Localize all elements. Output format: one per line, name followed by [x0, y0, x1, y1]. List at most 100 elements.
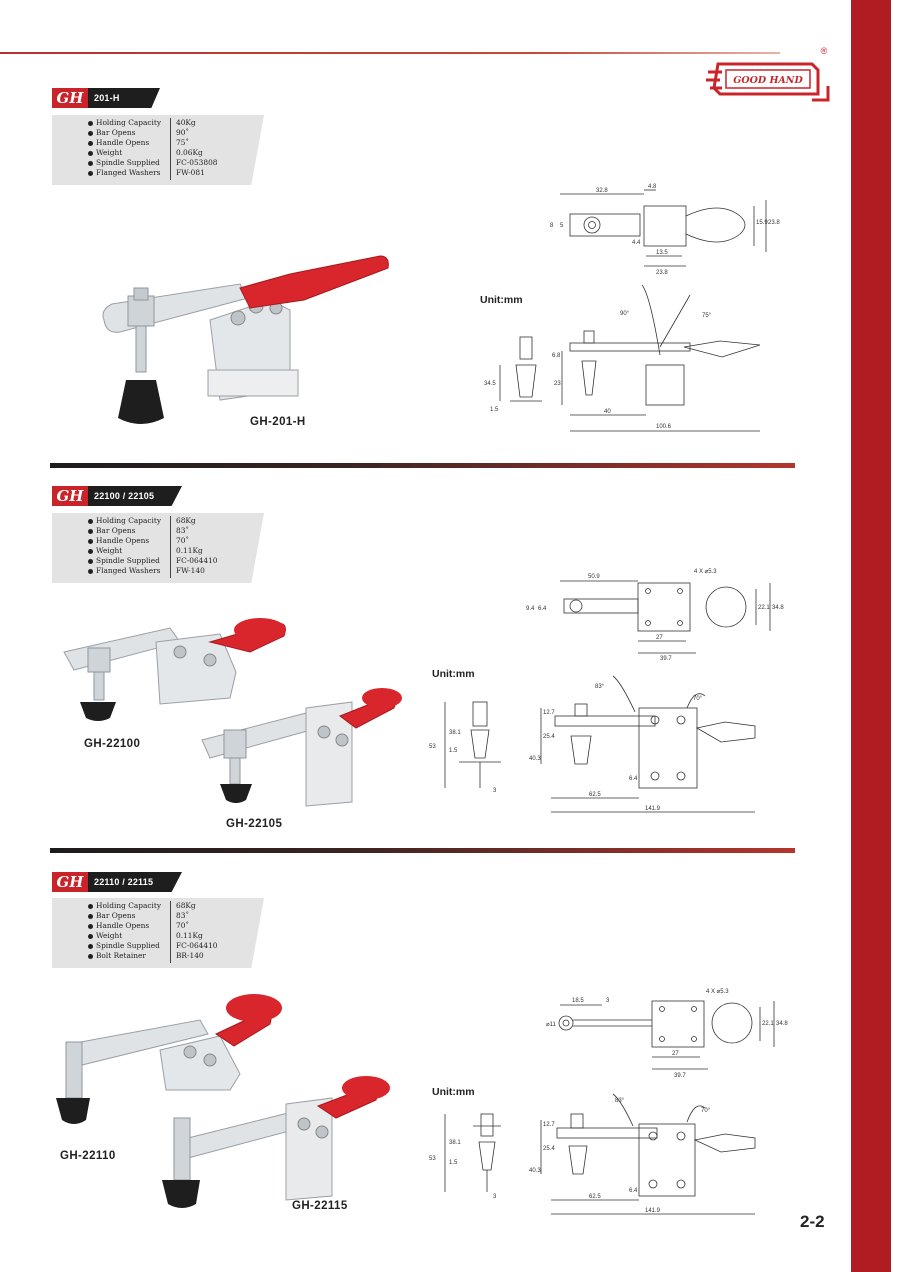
svg-text:27: 27: [656, 635, 663, 641]
svg-text:1.5: 1.5: [490, 407, 499, 413]
bullet-icon: [88, 954, 93, 959]
model-code: 201-H: [94, 93, 120, 103]
svg-text:90°: 90°: [620, 311, 630, 317]
registered-mark: ®: [821, 46, 828, 56]
bullet-icon: [88, 161, 93, 166]
bullet-icon: [88, 529, 93, 534]
right-red-sidebar: [851, 0, 891, 1272]
svg-text:40.3: 40.3: [529, 756, 541, 762]
section-divider: [50, 463, 795, 468]
gh-badge: GH: [52, 872, 88, 892]
bullet-icon: [88, 914, 93, 919]
svg-text:62.5: 62.5: [589, 1194, 601, 1200]
unit-label: Unit:mm: [480, 294, 523, 306]
section-divider: [50, 848, 795, 853]
svg-text:70°: 70°: [693, 696, 703, 702]
svg-text:15.9: 15.9: [756, 220, 768, 226]
clamp-22110-22115-product-image: [56, 994, 390, 1208]
side-view-drawing: 83° 70° 53 38.1 1.5 3 12.7 25.4 40.3 6.4…: [429, 1093, 756, 1215]
svg-text:40: 40: [604, 409, 611, 415]
bullet-icon: [88, 519, 93, 524]
logo-text: GOOD HAND: [733, 75, 803, 86]
bullet-icon: [88, 559, 93, 564]
spec-divider: [170, 901, 171, 963]
side-view-drawing: 83° 70° 53 38.1 1.5 3 12.7 25.4 40.3 6.4…: [429, 675, 756, 813]
bullet-icon: [88, 944, 93, 949]
svg-text:39.7: 39.7: [660, 656, 672, 662]
svg-text:1.5: 1.5: [449, 1160, 458, 1166]
svg-text:100.6: 100.6: [656, 424, 672, 430]
svg-text:34.8: 34.8: [776, 1021, 788, 1027]
product-caption: GH-22100: [84, 738, 141, 750]
svg-text:83°: 83°: [615, 1098, 625, 1104]
svg-text:6.4: 6.4: [629, 1188, 638, 1194]
section-3-title-tag: GH 22110 / 22115: [52, 872, 182, 892]
bullet-icon: [88, 934, 93, 939]
svg-text:40.3: 40.3: [529, 1168, 541, 1174]
svg-text:18.5: 18.5: [572, 998, 584, 1004]
product-caption: GH-22110: [60, 1150, 116, 1162]
bullet-icon: [88, 924, 93, 929]
bullet-icon: [88, 171, 93, 176]
svg-text:1.5: 1.5: [449, 748, 458, 754]
bullet-icon: [88, 904, 93, 909]
product-caption: GH-22105: [226, 818, 283, 830]
svg-text:4.8: 4.8: [648, 184, 657, 190]
bullet-icon: [88, 141, 93, 146]
svg-text:4 X ⌀5.3: 4 X ⌀5.3: [694, 569, 717, 575]
svg-text:34.5: 34.5: [484, 381, 496, 387]
svg-text:70°: 70°: [701, 1108, 711, 1114]
bullet-icon: [88, 121, 93, 126]
top-view-drawing: 32.8 4.8 8 5 4.4 13.5 23.8 15.9 23.8: [550, 184, 780, 276]
svg-text:75°: 75°: [702, 313, 712, 319]
top-view-drawing: 50.9 4 X ⌀5.3 9.4 6.4 27 39.7 22.1 34.8: [526, 569, 784, 662]
svg-text:22.1: 22.1: [758, 605, 770, 611]
svg-text:38.1: 38.1: [449, 1140, 461, 1146]
svg-text:22.1: 22.1: [762, 1021, 774, 1027]
svg-text:3: 3: [493, 1194, 497, 1200]
gh-badge: GH: [52, 88, 88, 108]
svg-text:12.7: 12.7: [543, 710, 555, 716]
svg-text:34.8: 34.8: [772, 605, 784, 611]
top-view-drawing: 18.5 3 ⌀11 4 X ⌀5.3 27 39.7 22.1 34.8: [546, 989, 788, 1079]
svg-text:3: 3: [493, 788, 497, 794]
svg-text:13.5: 13.5: [656, 250, 668, 256]
bullet-icon: [88, 539, 93, 544]
top-rule: [0, 52, 780, 54]
svg-text:23.8: 23.8: [768, 220, 780, 226]
svg-text:38.1: 38.1: [449, 730, 461, 736]
svg-text:6.8: 6.8: [552, 353, 561, 359]
side-view-drawing: 90° 75° 34.5 1.5 6.8 23 40 100.6: [484, 284, 761, 432]
svg-text:62.5: 62.5: [589, 792, 601, 798]
model-code: 22100 / 22105: [94, 491, 155, 501]
page-number: 2-2: [800, 1212, 825, 1231]
svg-text:4.4: 4.4: [632, 240, 641, 246]
svg-text:9.4: 9.4: [526, 606, 535, 612]
svg-text:5: 5: [560, 223, 564, 229]
bullet-icon: [88, 569, 93, 574]
svg-text:6.4: 6.4: [629, 776, 638, 782]
svg-text:39.7: 39.7: [674, 1073, 686, 1079]
bullet-icon: [88, 151, 93, 156]
clamp-22100-22105-product-image: [63, 618, 402, 807]
svg-text:3: 3: [606, 998, 610, 1004]
unit-label: Unit:mm: [432, 668, 475, 680]
section-1-title-tag: GH 201-H: [52, 88, 160, 108]
svg-text:141.9: 141.9: [645, 806, 661, 812]
svg-text:53: 53: [429, 1156, 436, 1162]
svg-text:23.8: 23.8: [656, 270, 668, 276]
model-code: 22110 / 22115: [94, 877, 154, 887]
svg-text:6.4: 6.4: [538, 606, 547, 612]
section-2-title-tag: GH 22100 / 22105: [52, 486, 182, 506]
svg-text:50.9: 50.9: [588, 574, 600, 580]
bullet-icon: [88, 549, 93, 554]
svg-text:25.4: 25.4: [543, 734, 555, 740]
gh-badge: GH: [52, 486, 88, 506]
spec-divider: [170, 516, 171, 578]
svg-text:83°: 83°: [595, 684, 605, 690]
svg-text:23: 23: [554, 381, 561, 387]
svg-text:141.9: 141.9: [645, 1208, 661, 1214]
